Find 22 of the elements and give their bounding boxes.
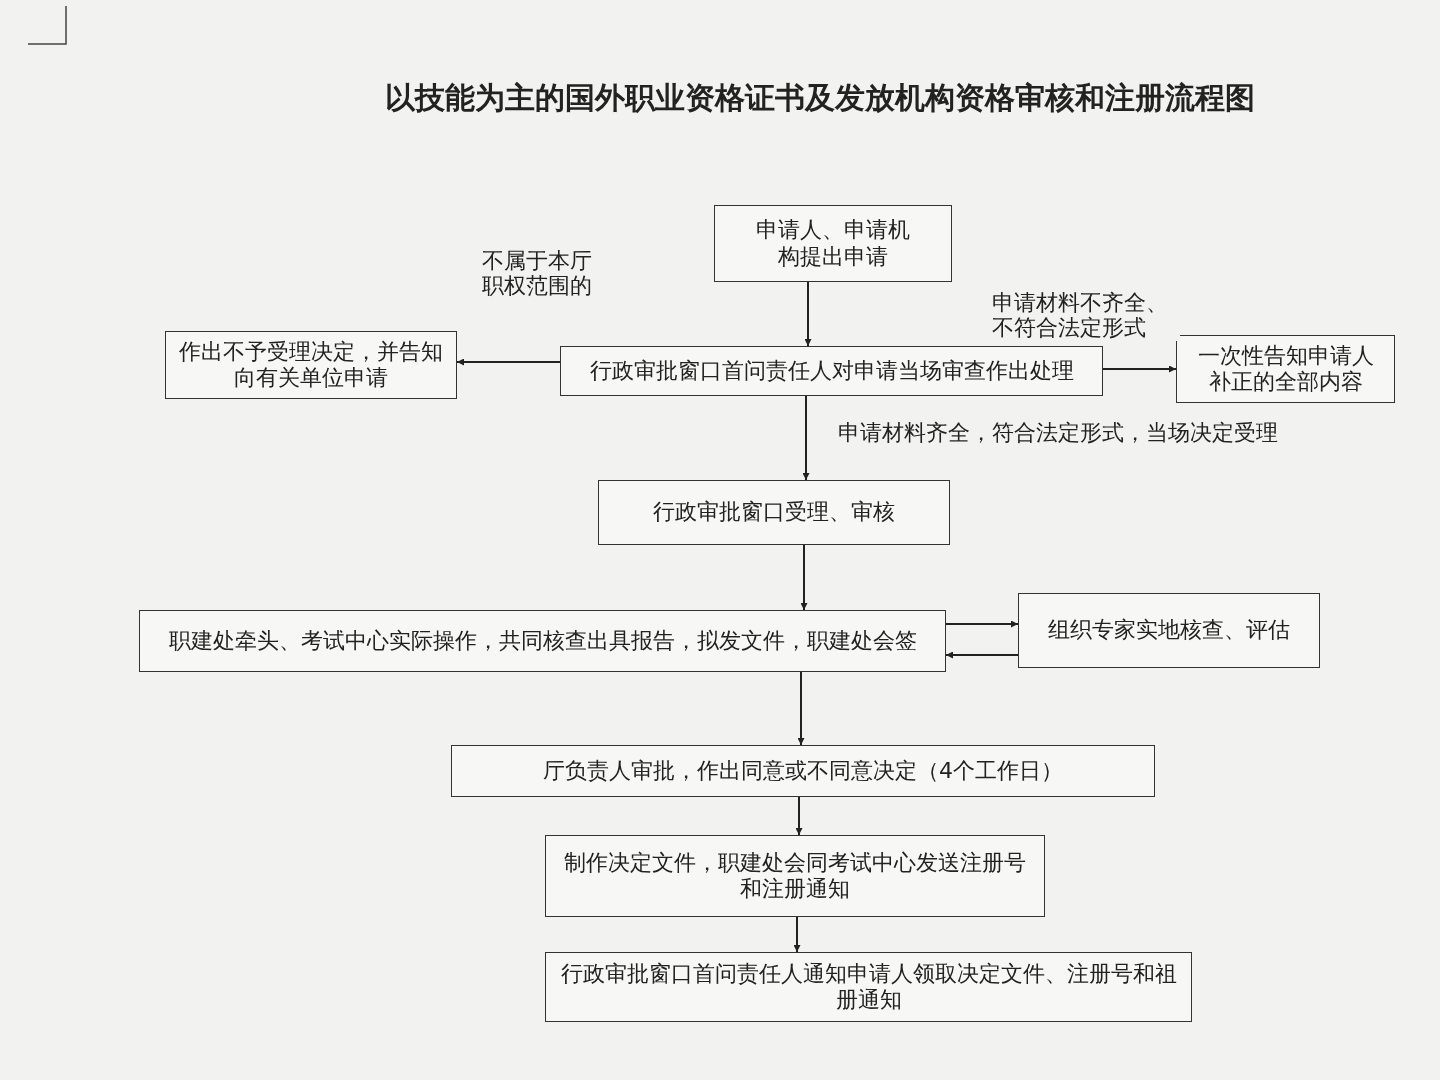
arrow [945, 651, 1019, 659]
arrow [793, 916, 801, 953]
arrow [804, 281, 812, 347]
process-box: 一次性告知申请人补正的全部内容 [1176, 335, 1395, 403]
arrow [945, 620, 1019, 628]
process-box: 制作决定文件，职建处会同考试中心发送注册号和注册通知 [545, 835, 1045, 917]
arrow [800, 544, 808, 611]
process-box: 行政审批窗口受理、审核 [598, 480, 950, 545]
process-box: 组织专家实地核查、评估 [1018, 593, 1320, 668]
arrow [802, 395, 810, 481]
arrow [797, 671, 805, 746]
edge-label: 申请材料不齐全、不符合法定形式 [990, 290, 1180, 341]
arrow [1102, 365, 1177, 373]
process-box: 申请人、申请机构提出申请 [714, 205, 952, 282]
process-box: 行政审批窗口首问责任人通知申请人领取决定文件、注册号和祖册通知 [545, 952, 1192, 1022]
process-box: 厅负责人审批，作出同意或不同意决定（4个工作日） [451, 745, 1155, 797]
process-box: 行政审批窗口首问责任人对申请当场审查作出处理 [560, 346, 1103, 396]
arrow [795, 796, 803, 836]
title: 以技能为主的国外职业资格证书及发放机构资格审核和注册流程图 [384, 79, 1256, 117]
arrow [456, 358, 561, 366]
process-box: 作出不予受理决定，并告知向有关单位申请 [165, 331, 457, 399]
process-box: 职建处牵头、考试中心实际操作，共同核查出具报告，拟发文件，职建处会签 [139, 610, 946, 672]
